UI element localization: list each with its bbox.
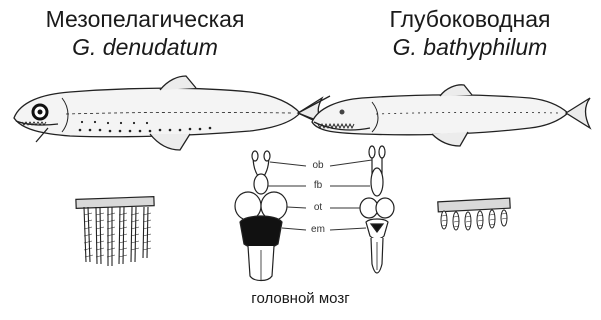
right-brain <box>360 146 394 273</box>
left-fish <box>14 76 330 150</box>
label-ot: ot <box>308 202 328 214</box>
right-gill-rakers <box>438 198 510 230</box>
right-fish-eye <box>340 110 345 115</box>
label-ob: ob <box>308 160 328 172</box>
label-fb: fb <box>308 180 328 192</box>
left-gill-rakers <box>76 197 154 266</box>
left-brain <box>235 151 287 281</box>
right-fish <box>312 85 590 146</box>
brain-caption: головной мозг <box>0 290 601 308</box>
label-em: em <box>308 224 328 236</box>
